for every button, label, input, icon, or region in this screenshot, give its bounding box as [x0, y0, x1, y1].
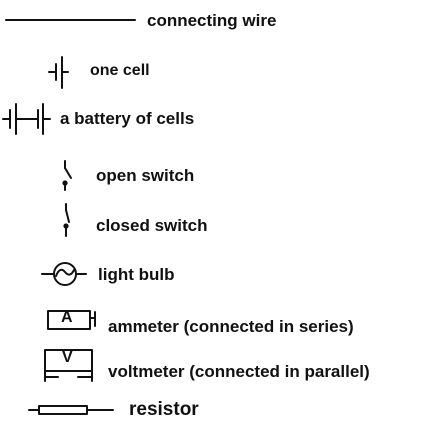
- closed-switch-label: closed switch: [96, 216, 208, 235]
- battery-label: a battery of cells: [60, 109, 195, 128]
- voltmeter-icon: [44, 349, 93, 382]
- one-cell-label: one cell: [90, 62, 150, 79]
- battery-icon: [2, 103, 51, 135]
- connecting-wire-label: connecting wire: [147, 11, 277, 30]
- light-bulb-icon: [41, 262, 87, 286]
- voltmeter-letter: V: [62, 349, 73, 366]
- light-bulb-label: light bulb: [98, 265, 175, 284]
- resistor-icon: [28, 405, 114, 415]
- closed-switch-icon: [63, 203, 70, 237]
- cell-icon: [48, 56, 69, 89]
- resistor-label: resistor: [129, 399, 199, 420]
- ammeter-letter: A: [61, 309, 73, 326]
- ammeter-icon: [47, 310, 96, 330]
- open-switch-label: open switch: [96, 166, 195, 185]
- voltmeter-label: voltmeter (connected in parallel): [108, 362, 370, 381]
- open-switch-icon: [62, 160, 72, 191]
- ammeter-label: ammeter (connected in series): [108, 317, 354, 336]
